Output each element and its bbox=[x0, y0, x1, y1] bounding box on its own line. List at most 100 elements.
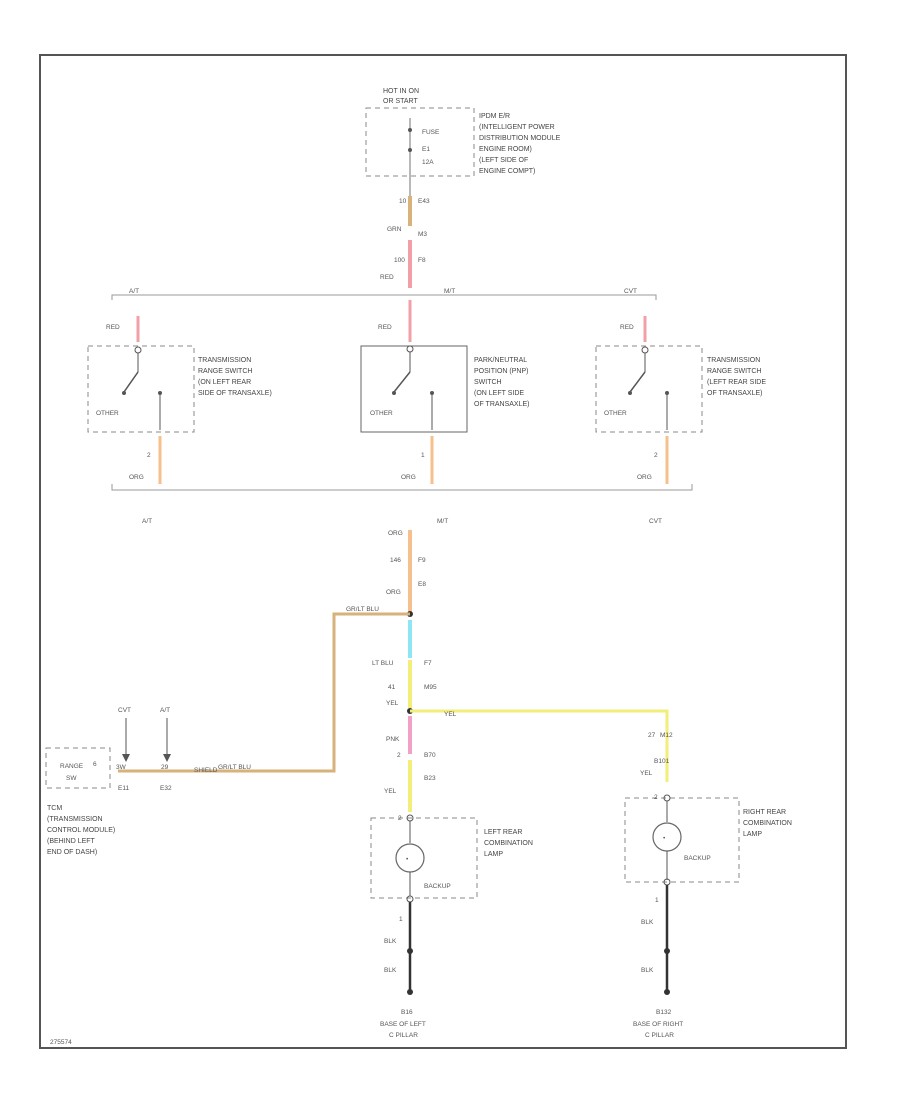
left-lamp-wire-2: BLK bbox=[384, 967, 397, 974]
wire-yel-right-label: YEL bbox=[444, 711, 457, 718]
right-switch-contact-a bbox=[628, 391, 632, 395]
ipdm-desc-2: DISTRIBUTION MODULE bbox=[479, 135, 561, 142]
left-switch-box bbox=[87, 345, 195, 433]
bottom-branch-line bbox=[111, 484, 693, 491]
tcm-wire-note: SHIELD bbox=[194, 767, 218, 774]
splice-label: GR/LT BLU bbox=[346, 606, 379, 613]
center-switch-wire-bottom: ORG bbox=[401, 474, 416, 481]
left-switch-contact-a bbox=[122, 391, 126, 395]
branch-right-bottom: CVT bbox=[649, 518, 662, 525]
tcm-module: RANGE SW 6 3W 29 SHIELD GR/LT BLU E11 E3… bbox=[45, 707, 251, 856]
tcm-pin: 6 bbox=[93, 761, 97, 768]
conn-1-pin: 10 bbox=[399, 198, 407, 205]
conn-f-pin: 2 bbox=[397, 752, 401, 759]
right-ground-desc-0: BASE OF RIGHT bbox=[633, 1021, 683, 1028]
conn-g-id: B23 bbox=[424, 775, 436, 782]
conn-2-id: F8 bbox=[418, 257, 426, 264]
wire-yel-label: YEL bbox=[386, 700, 399, 707]
ipdm-box bbox=[365, 107, 475, 177]
fuse-number: E1 bbox=[422, 146, 430, 153]
fuse-rating: 12A bbox=[422, 159, 434, 166]
trunk-wire-org-top: ORG bbox=[388, 530, 403, 537]
right-lamp-desc-0: RIGHT REAR bbox=[743, 809, 786, 816]
left-switch-desc-0: TRANSMISSION bbox=[198, 357, 251, 364]
right-switch-other: OTHER bbox=[604, 410, 627, 417]
left-lamp-pin-bottom: 1 bbox=[399, 916, 403, 923]
pnp-desc-0: PARK/NEUTRAL bbox=[474, 357, 527, 364]
left-lamp-bulb-label: BACKUP bbox=[424, 883, 451, 890]
center-switch-pin: 1 bbox=[421, 452, 425, 459]
right-switch-desc-3: OF TRANSAXLE) bbox=[707, 390, 763, 397]
right-lamp-wire-1: BLK bbox=[641, 919, 654, 926]
right-lamp-conn-top-pin: 27 bbox=[648, 732, 656, 739]
tcm-label-at: A/T bbox=[160, 707, 170, 714]
tcm-label-cvt: CVT bbox=[118, 707, 131, 714]
pnp-switch-box bbox=[360, 345, 468, 433]
fuse-terminal-bottom bbox=[408, 148, 412, 152]
left-switch-pin: 2 bbox=[147, 452, 151, 459]
right-switch-box bbox=[595, 345, 703, 433]
wire-1-label: M3 bbox=[418, 231, 427, 238]
conn-d-id: F7 bbox=[424, 660, 432, 667]
right-rear-combination-lamp: 2 • BACKUP RIGHT REAR COMBINATION LAMP bbox=[624, 794, 792, 883]
left-ground-desc-0: BASE OF LEFT bbox=[380, 1021, 426, 1028]
right-switch-contact-b bbox=[665, 391, 669, 395]
right-lamp-desc-1: COMBINATION bbox=[743, 820, 792, 827]
left-ground-id: B16 bbox=[401, 1009, 413, 1016]
diagram-frame bbox=[39, 54, 847, 1049]
pnp-switch: OTHER PARK/NEUTRAL POSITION (PNP) SWITCH… bbox=[360, 345, 530, 433]
branch-right-tag: CVT bbox=[624, 288, 637, 295]
branch-center-tag: M/T bbox=[444, 288, 455, 295]
left-switch-contact-b bbox=[158, 391, 162, 395]
right-ground-splice bbox=[664, 948, 670, 954]
tcm-conn-cvt: E11 bbox=[118, 785, 129, 792]
conn-1-id: E43 bbox=[418, 198, 430, 205]
left-lamp-desc-2: LAMP bbox=[484, 851, 503, 858]
right-ground-point bbox=[664, 989, 670, 995]
right-lamp-pin-bottom: 1 bbox=[655, 897, 659, 904]
ipdm-power-source: HOT IN ON OR START FUSE E1 12A IPDM E/R … bbox=[365, 88, 561, 200]
branch-center-bottom: M/T bbox=[437, 518, 448, 525]
right-switch-desc-0: TRANSMISSION bbox=[707, 357, 760, 364]
right-lamp-conn-b: B101 bbox=[654, 758, 670, 765]
branch-left-tag: A/T bbox=[129, 288, 139, 295]
left-switch-desc-1: RANGE SWITCH bbox=[198, 368, 252, 375]
conn-a-pin: 146 bbox=[390, 557, 401, 564]
tcm-desc-3: (BEHIND LEFT bbox=[47, 838, 96, 845]
tcm-pin-at: 29 bbox=[161, 764, 169, 771]
fuse-label: FUSE bbox=[422, 129, 440, 136]
ipdm-desc-0: IPDM E/R bbox=[479, 113, 510, 120]
right-ground-id: B132 bbox=[656, 1009, 672, 1016]
right-switch-desc-1: RANGE SWITCH bbox=[707, 368, 761, 375]
right-switch-blade bbox=[629, 371, 646, 393]
fuse-terminal-top bbox=[408, 128, 412, 132]
left-lamp-desc-0: LEFT REAR bbox=[484, 829, 522, 836]
left-ground-desc-1: C PILLAR bbox=[389, 1032, 418, 1039]
wire-yel2-label: YEL bbox=[384, 788, 397, 795]
trunk-wire-org-mid: ORG bbox=[386, 589, 401, 596]
pnp-switch-blade bbox=[393, 371, 411, 393]
left-switch-wire-bottom: ORG bbox=[129, 474, 144, 481]
hot-label-line-1: HOT IN ON bbox=[383, 88, 419, 95]
top-branch-line bbox=[111, 294, 657, 300]
wire-lt-blu-label: LT BLU bbox=[372, 660, 394, 667]
wire-2-color: RED bbox=[380, 274, 394, 281]
conn-f-id: B70 bbox=[424, 752, 436, 759]
left-lamp-desc-1: COMBINATION bbox=[484, 840, 533, 847]
right-switch-desc-2: (LEFT REAR SIDE bbox=[707, 379, 766, 386]
conn-e-id: M95 bbox=[424, 684, 437, 691]
conn-2-pin: 100 bbox=[394, 257, 405, 264]
hot-label-line-2: OR START bbox=[383, 98, 418, 105]
tcm-desc-2: CONTROL MODULE) bbox=[47, 827, 115, 834]
left-switch-desc-2: (ON LEFT REAR bbox=[198, 379, 251, 386]
pnp-switch-contact-a bbox=[392, 391, 396, 395]
center-switch-wire-top: RED bbox=[378, 324, 392, 331]
pnp-desc-3: (ON LEFT SIDE bbox=[474, 390, 524, 397]
wire-1-color: GRN bbox=[387, 226, 402, 233]
left-switch-other: OTHER bbox=[96, 410, 119, 417]
right-ground-desc-1: C PILLAR bbox=[645, 1032, 674, 1039]
right-switch-wire-bottom: ORG bbox=[637, 474, 652, 481]
pnp-desc-2: SWITCH bbox=[474, 379, 502, 386]
conn-a-id: F9 bbox=[418, 557, 426, 564]
